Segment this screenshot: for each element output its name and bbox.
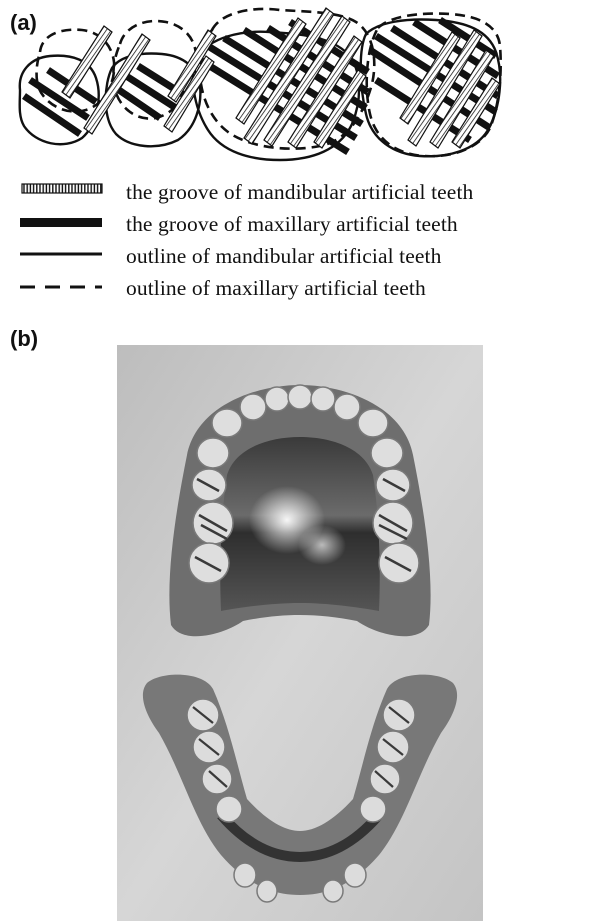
legend-row-mandibular-groove: the groove of mandibular artificial teet… [20, 178, 605, 208]
solid-line-swatch [20, 242, 112, 272]
maxillary-groove [24, 96, 80, 134]
legend-label: the groove of mandibular artificial teet… [126, 180, 473, 205]
denture-photo [117, 345, 483, 921]
legend-label: outline of maxillary artificial teeth [126, 276, 426, 301]
maxillary-denture [169, 385, 430, 636]
mandibular-groove [62, 26, 112, 98]
legend-label: the groove of maxillary artificial teeth [126, 212, 458, 237]
legend-row-maxillary-groove: the groove of maxillary artificial teeth [20, 210, 605, 240]
thick-bar-swatch [20, 210, 112, 240]
maxillary-groove [120, 72, 176, 108]
hatched-bar-swatch [20, 178, 112, 208]
legend-row-maxillary-outline: outline of maxillary artificial teeth [20, 274, 605, 304]
tooth-groove-diagram [0, 0, 605, 175]
dashed-line-swatch [20, 274, 112, 304]
legend-label: outline of mandibular artificial teeth [126, 244, 441, 269]
panel-b-label: (b) [10, 326, 38, 352]
legend-row-mandibular-outline: outline of mandibular artificial teeth [20, 242, 605, 272]
maxillary-groove [30, 80, 88, 118]
